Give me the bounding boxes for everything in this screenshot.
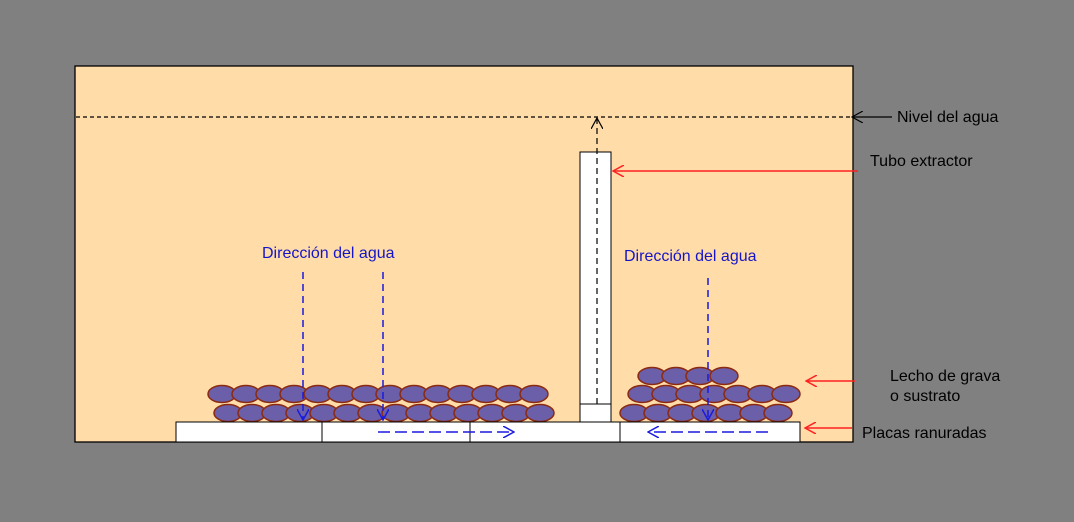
- gravel-pebble: [771, 384, 801, 404]
- downward-flow-arrows: [303, 272, 708, 420]
- gravel-pebble: [519, 384, 549, 404]
- gravel-bed-right: [619, 366, 801, 423]
- gravel-bed-label-line2: o sustrato: [890, 388, 960, 405]
- gravel-bed-label-line1: Lecho de grava: [890, 368, 1000, 385]
- gravel-bed-left: [207, 384, 555, 423]
- gravel-pebble: [709, 366, 739, 386]
- slotted-plates-label: Placas ranuradas: [862, 425, 987, 442]
- extraction-tube-label: Tubo extractor: [870, 153, 973, 170]
- extraction-tube: [579, 151, 612, 405]
- water-level-label: Nivel del agua: [897, 109, 999, 126]
- gravel-pebble: [525, 403, 555, 423]
- extraction-tube-base: [579, 403, 612, 423]
- gravel-pebble: [763, 403, 793, 423]
- water-direction-label-left: Dirección del agua: [262, 245, 395, 262]
- water-direction-label-right: Dirección del agua: [624, 248, 757, 265]
